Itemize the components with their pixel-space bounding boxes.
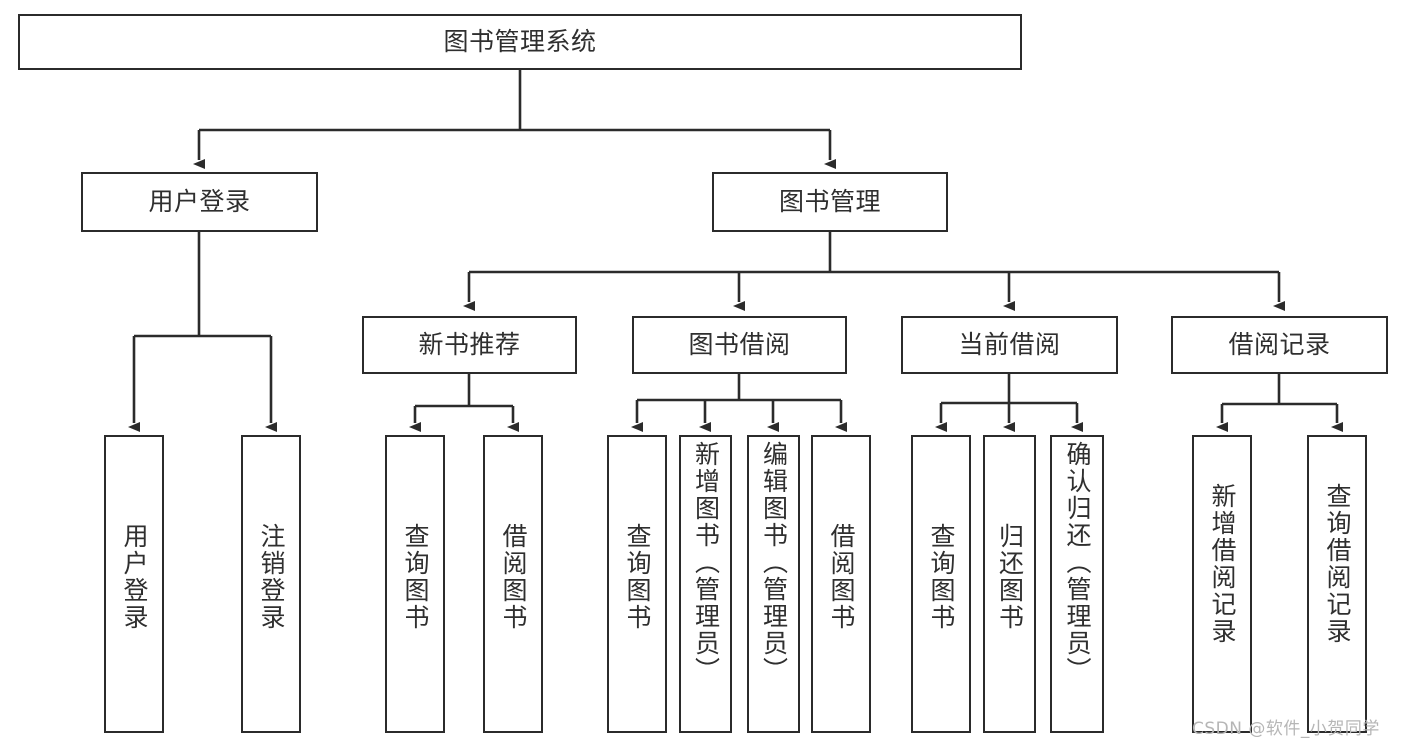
node-label: 当前借阅 [958, 329, 1061, 359]
node-book-management[interactable]: 图书管理 [712, 172, 948, 232]
node-label: 借阅图书 [827, 523, 856, 631]
node-label: 确认归还（管理员） [1063, 441, 1092, 684]
node-label: 借阅图书 [499, 523, 528, 631]
node-label: 查询借阅记录 [1323, 483, 1352, 645]
node-label: 归还图书 [995, 523, 1025, 631]
node-leaf-user-login[interactable]: 用户登录 [104, 435, 164, 733]
node-label: 新增图书（管理员） [691, 441, 721, 684]
node-label: 用户登录 [120, 523, 149, 631]
node-label: 借阅记录 [1228, 329, 1331, 359]
node-label: 查询图书 [927, 523, 956, 631]
node-label: 用户登录 [148, 186, 251, 216]
node-label: 新增借阅记录 [1208, 483, 1237, 645]
node-root-book-management-system[interactable]: 图书管理系统 [18, 14, 1022, 70]
node-label: 图书管理 [778, 186, 881, 216]
node-label: 查询图书 [401, 523, 430, 631]
node-label: 图书管理系统 [443, 26, 597, 56]
node-user-login[interactable]: 用户登录 [81, 172, 318, 232]
node-leaf-borrow-book-nbr[interactable]: 借阅图书 [483, 435, 543, 733]
node-label: 图书借阅 [688, 329, 791, 359]
node-label: 查询图书 [623, 523, 652, 631]
node-book-borrowing[interactable]: 图书借阅 [632, 316, 847, 374]
node-label: 注销登录 [257, 523, 286, 631]
node-leaf-query-book-bb[interactable]: 查询图书 [607, 435, 667, 733]
node-leaf-edit-book-admin[interactable]: 编辑图书（管理员） [747, 435, 800, 733]
node-leaf-borrow-book-bb[interactable]: 借阅图书 [811, 435, 871, 733]
node-label: 编辑图书（管理员） [759, 441, 789, 684]
node-leaf-add-borrow-record[interactable]: 新增借阅记录 [1192, 435, 1252, 733]
node-leaf-query-borrow-record[interactable]: 查询借阅记录 [1307, 435, 1367, 733]
node-borrowing-record[interactable]: 借阅记录 [1171, 316, 1388, 374]
node-leaf-query-book-nbr[interactable]: 查询图书 [385, 435, 445, 733]
node-label: 新书推荐 [418, 329, 521, 359]
node-leaf-logout[interactable]: 注销登录 [241, 435, 301, 733]
node-current-borrowing[interactable]: 当前借阅 [901, 316, 1118, 374]
csdn-watermark: CSDN @软件_小贺同学 [1192, 719, 1380, 739]
node-leaf-add-book-admin[interactable]: 新增图书（管理员） [679, 435, 732, 733]
node-leaf-confirm-return-admin[interactable]: 确认归还（管理员） [1050, 435, 1104, 733]
node-leaf-return-book[interactable]: 归还图书 [983, 435, 1036, 733]
node-leaf-query-book-cb[interactable]: 查询图书 [911, 435, 971, 733]
node-new-book-recommendation[interactable]: 新书推荐 [362, 316, 577, 374]
